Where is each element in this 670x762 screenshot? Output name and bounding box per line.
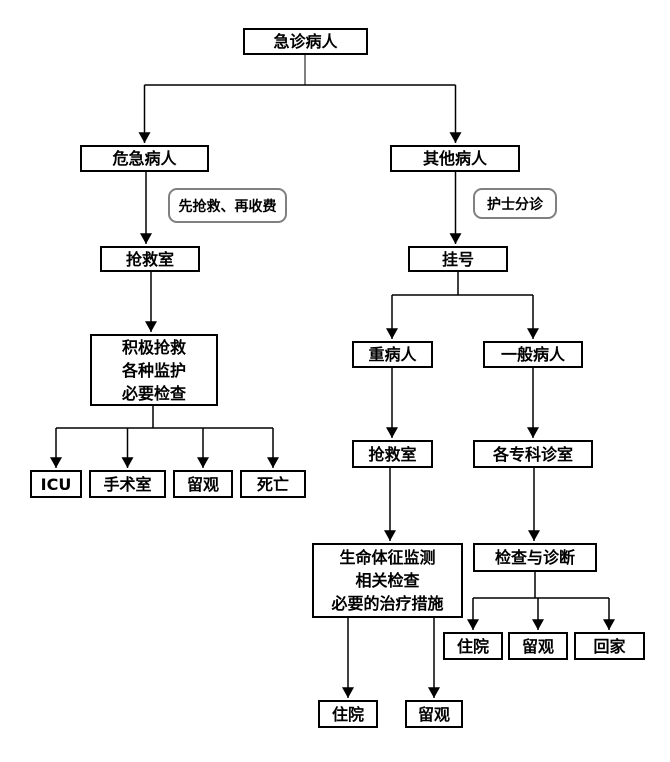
node-icu: ICU [30, 470, 82, 498]
node-vital-signs-monitoring: 生命体征监测 相关检查 必要的治疗措施 [312, 543, 463, 618]
node-observation-right: 留观 [508, 632, 568, 660]
node-exam-diagnosis: 检查与诊断 [473, 543, 597, 572]
node-other-patient: 其他病人 [390, 145, 520, 172]
node-active-rescue: 积极抢救 各种监护 必要检查 [90, 334, 218, 406]
node-severe-patient: 重病人 [352, 341, 433, 368]
node-emergency-patient: 急诊病人 [243, 28, 368, 55]
node-general-patient: 一般病人 [483, 341, 583, 368]
node-go-home: 回家 [574, 632, 645, 660]
node-specialist-clinics: 各专科诊室 [473, 440, 593, 468]
node-hospitalize-right: 住院 [443, 632, 503, 660]
node-death: 死亡 [240, 470, 306, 498]
node-hospitalize-mid: 住院 [318, 700, 378, 728]
node-rescue-room-right: 抢救室 [352, 440, 433, 468]
node-observation-mid: 留观 [405, 700, 463, 728]
node-registration: 挂号 [408, 246, 508, 272]
callout-rescue-first-pay-later: 先抢救、再收费 [168, 188, 287, 223]
node-critical-patient: 危急病人 [80, 145, 209, 172]
node-observation-left: 留观 [173, 470, 233, 498]
node-operating-room: 手术室 [89, 470, 166, 498]
callout-nurse-triage: 护士分诊 [473, 188, 557, 219]
node-rescue-room-left: 抢救室 [100, 246, 200, 272]
